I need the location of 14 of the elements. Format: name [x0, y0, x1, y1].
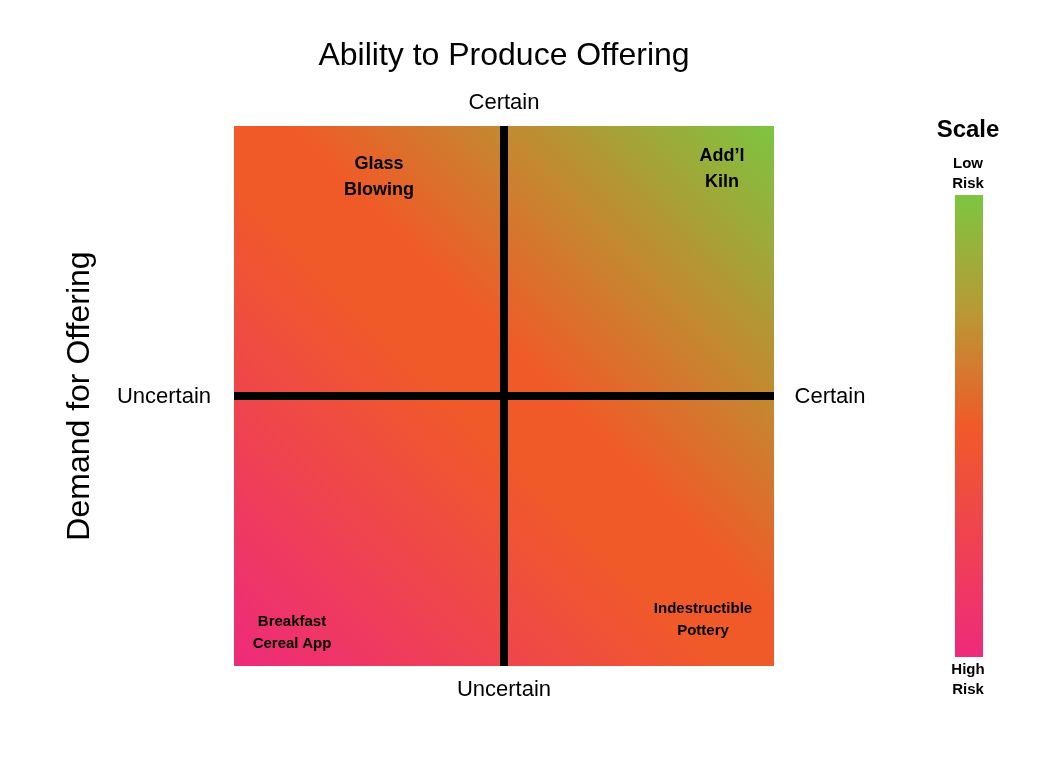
chart-title: Ability to Produce Offering	[318, 35, 690, 74]
scale-end-label: High Risk	[950, 659, 986, 699]
axis-label: Certain	[467, 87, 541, 116]
axis-label: Uncertain	[455, 674, 553, 703]
quadrant-item: Indestructible Pottery	[652, 598, 754, 640]
quadrant-item: Breakfast Cereal App	[251, 611, 333, 653]
quadrant-item: Add’l Kiln	[698, 144, 746, 193]
axis-label: Uncertain	[115, 381, 213, 410]
axis-label: Certain	[793, 381, 867, 410]
axis-title: Demand for Offering	[59, 250, 97, 543]
scale-title: Scale	[935, 114, 1001, 144]
scale-end-label: Low Risk	[951, 153, 985, 193]
risk-scale-bar	[955, 195, 983, 657]
quadrant-item: Glass Blowing	[343, 152, 415, 201]
